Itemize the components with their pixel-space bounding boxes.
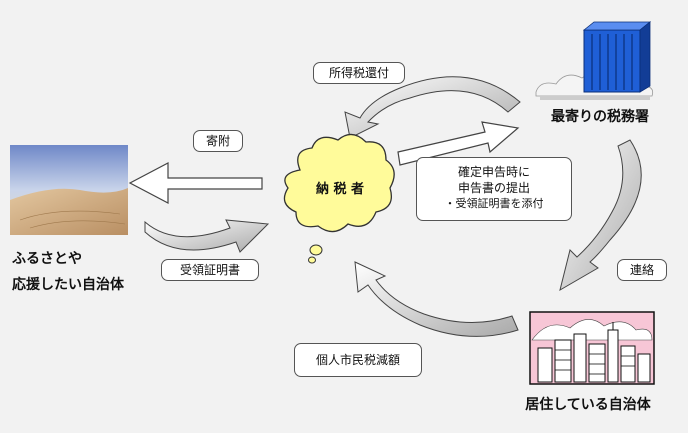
furusato-label-line2: 応援したい自治体 xyxy=(12,277,124,293)
filing-note: 確定申告時に 申告書の提出 ・受領証明書を添付 xyxy=(416,157,572,221)
residence-city-label: 居住している自治体 xyxy=(525,397,651,413)
taxpayer-cloud xyxy=(283,133,395,264)
desert-dune-photo xyxy=(10,145,128,235)
refund-label: 所得税還付 xyxy=(313,62,405,84)
filing-arrow xyxy=(397,121,520,166)
furusato-label-line1: ふるさとや xyxy=(12,251,82,267)
receipt-label: 受領証明書 xyxy=(161,259,259,281)
receipt-arrow xyxy=(144,219,270,253)
residence-tax-arrow xyxy=(354,261,519,337)
filing-line-2: 申告書の提出 xyxy=(457,181,530,195)
donation-arrow xyxy=(128,162,263,204)
filing-line-3: ・受領証明書を添付 xyxy=(444,197,544,210)
tax-office-label: 最寄りの税務署 xyxy=(551,109,649,125)
office-building-icon xyxy=(535,21,654,100)
donation-label: 寄附 xyxy=(193,130,243,152)
filing-line-1: 確定申告時に xyxy=(457,165,530,179)
contact-arrow xyxy=(559,139,642,292)
city-skyline-icon xyxy=(529,311,655,385)
residence-tax-label: 個人市民税減額 xyxy=(294,343,422,377)
contact-label: 連絡 xyxy=(617,259,667,281)
taxpayer-label: 納 税 者 xyxy=(315,182,365,197)
